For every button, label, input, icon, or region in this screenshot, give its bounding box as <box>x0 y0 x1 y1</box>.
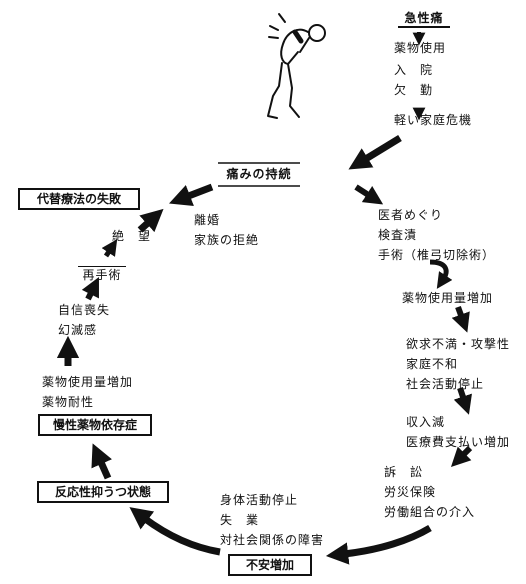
arrow-to-chronic-dependency <box>91 443 112 480</box>
depression-box: 反応性抑うつ状態 <box>37 481 169 503</box>
hospitalization-label: 入 院 <box>394 63 434 77</box>
doctor-shopping-group: 医者めぐり 検査漬 手術（椎弓切除術） <box>378 205 495 265</box>
frustration-group: 欲求不満・攻撃性 家庭不和 社会活動停止 <box>406 334 510 394</box>
anxiety-box: 不安増加 <box>228 554 312 576</box>
tolerance-label: 薬物耐性 <box>42 395 95 409</box>
arrow-to-anxiety <box>325 524 432 565</box>
alternative-failure-box: 代替療法の失敗 <box>18 188 140 210</box>
unemployment-label: 失 業 <box>220 513 260 527</box>
social-withdrawal-label: 社会活動停止 <box>406 377 485 391</box>
testing-label: 検査漬 <box>378 228 418 242</box>
arrow-to-reoperation <box>81 277 99 301</box>
union-label: 労働組合の介入 <box>384 505 476 519</box>
loss-of-confidence-label: 自信喪失 <box>58 303 111 317</box>
arrow-to-depression <box>129 507 221 556</box>
despair-label: 絶 望 <box>112 229 152 243</box>
dose-increase-left-label: 薬物使用量増加 <box>42 375 134 389</box>
confidence-group: 自信喪失 幻滅感 <box>58 300 110 340</box>
acute-pain-heading: 急性痛 <box>398 10 450 28</box>
social-impairment-label: 対社会関係の障害 <box>220 533 325 547</box>
arrow-to-doctor-shopping <box>354 184 384 205</box>
income-loss-label: 収入減 <box>406 415 446 429</box>
income-group: 収入減 医療費支払い増加 <box>406 412 510 452</box>
arrow-to-alternative-failure <box>137 208 164 233</box>
arrow-to-dose-increase <box>429 259 453 289</box>
family-discord-label: 家庭不和 <box>406 357 459 371</box>
legal-group: 訴 訟 労災保険 労働組合の介入 <box>384 462 475 522</box>
bottom-effects-group: 身体活動停止 失 業 対社会関係の障害 <box>220 490 324 550</box>
arrow-to-lawsuit <box>450 445 473 468</box>
arrow-to-frustration <box>451 305 470 333</box>
drug-use-label: 薬物使用 <box>394 41 447 55</box>
surgery-label: 手術（椎弓切除術） <box>378 248 496 262</box>
family-rejection-label: 家族の拒絶 <box>194 233 260 247</box>
doctor-shopping-label: 医者めぐり <box>378 208 444 222</box>
tolerance-group: 薬物使用量増加 薬物耐性 <box>42 372 133 412</box>
workers-comp-label: 労災保険 <box>384 485 437 499</box>
arrow-to-persistent-pain <box>348 135 402 170</box>
disillusionment-label: 幻滅感 <box>58 323 98 337</box>
lawsuit-label: 訴 訟 <box>384 465 424 479</box>
arrow-to-income-loss <box>453 387 472 415</box>
absence-label: 欠 勤 <box>394 83 434 97</box>
medical-costs-label: 医療費支払い増加 <box>406 435 511 449</box>
persistent-pain-label: 痛みの持続 <box>226 167 292 181</box>
dose-increase-label: 薬物使用量増加 <box>402 291 494 305</box>
frustration-label: 欲求不満・攻撃性 <box>406 337 511 351</box>
family-crisis-label: 軽い家庭危機 <box>394 113 473 127</box>
chronic-dependency-box: 慢性薬物依存症 <box>38 414 152 436</box>
arrow-to-despair <box>101 239 118 258</box>
activity-stop-label: 身体活動停止 <box>220 493 299 507</box>
divorce-label: 離婚 <box>194 213 221 227</box>
arrow-back-to-failure <box>169 183 214 206</box>
family-rejection-group: 離婚 家族の拒絶 <box>194 210 259 250</box>
reoperation-label: 再手術 <box>78 266 126 283</box>
person-bent-with-back-pain-icon <box>267 13 326 119</box>
